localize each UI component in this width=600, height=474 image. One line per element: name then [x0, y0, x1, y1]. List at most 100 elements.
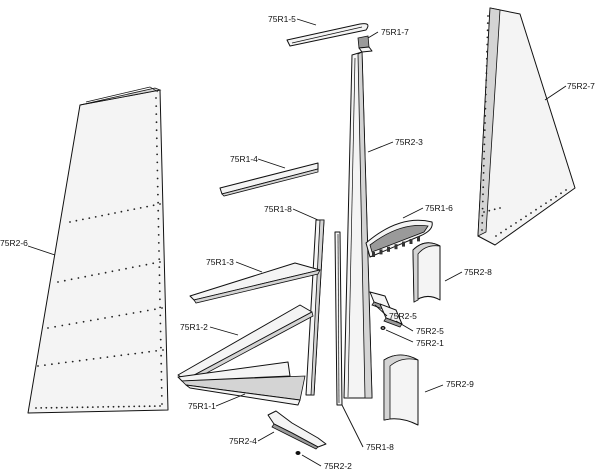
label-75r2-7: 75R2-7 [567, 81, 595, 91]
rivet-dot [158, 274, 161, 277]
rivet-dot [482, 186, 485, 189]
label-75r2-8: 75R2-8 [464, 267, 492, 277]
rivet-dot [510, 225, 512, 228]
rivet-dot [482, 179, 485, 182]
rivet-dot [148, 350, 151, 353]
part-75r1-4-rib [219, 162, 319, 197]
rivet-dot [158, 250, 160, 252]
rivet-dot [134, 352, 137, 355]
part-75r1-5-tip-cap [286, 23, 369, 47]
rivet-dot [117, 405, 120, 408]
rivet-dot [155, 97, 157, 99]
rivet-dot [71, 360, 74, 363]
rivet-dot [155, 129, 158, 132]
label-75r1-7: 75R1-7 [381, 27, 409, 37]
rivet-dot [483, 211, 485, 213]
rivet-dot [125, 313, 128, 316]
rivet-dot [159, 330, 162, 333]
rivet-dot [481, 214, 484, 217]
rivet-dot [486, 50, 488, 53]
rivet-dot [37, 365, 39, 367]
rivet-dot [152, 262, 155, 265]
rivet-dot [138, 265, 141, 267]
rivet-dot [486, 43, 489, 46]
rivet-dot [97, 318, 99, 321]
rib-tooth [372, 252, 375, 257]
part-75r1-3-rib [189, 262, 321, 304]
rivet-dot [57, 281, 59, 283]
rivet-dot [120, 354, 123, 357]
rivet-dot [146, 205, 149, 208]
rivet-dot [159, 298, 161, 301]
rivet-dot [486, 22, 489, 24]
rivet-dot [69, 221, 71, 223]
rivet-dot [156, 161, 159, 164]
rivet-dot [97, 273, 100, 275]
rivet-dot [148, 405, 151, 408]
rivet-dot [550, 199, 552, 201]
rivet-dot [560, 192, 562, 195]
rivet-dot [75, 219, 78, 222]
rivet-dot [82, 218, 84, 221]
rivet-dot [488, 209, 491, 212]
rivet-dot [112, 405, 115, 408]
rivet-dot [555, 195, 557, 198]
rivet-dot [481, 200, 484, 203]
rivet-dot [160, 378, 163, 381]
rivet-dot [485, 79, 488, 82]
rivet-dot [86, 406, 89, 409]
rivet-dot [483, 129, 486, 132]
rivet-dot [113, 355, 116, 358]
rivet-dot [153, 405, 156, 407]
label-75r1-6: 75R1-6 [425, 203, 453, 213]
rivet-dot [82, 320, 85, 323]
rivet-dot [505, 228, 507, 231]
part-75r2-2-bolt [295, 451, 301, 455]
rivet-dot [118, 314, 121, 317]
rivet-dot [157, 209, 160, 212]
rib-tooth [409, 239, 413, 244]
rivet-dot [486, 36, 489, 39]
rivet-dot [76, 406, 79, 409]
rivet-dot [75, 322, 78, 324]
rivet-dot [114, 212, 116, 214]
rivet-dot [51, 363, 53, 366]
rivet-dot [107, 213, 110, 216]
rivet-dot [154, 308, 156, 311]
rivet-dot [158, 258, 161, 260]
rivet-dot [484, 115, 487, 117]
rivet-dot [545, 202, 547, 205]
rivet-dot [156, 145, 158, 148]
rivet-dot [158, 290, 161, 293]
rivet-dot [484, 107, 487, 110]
rivet-dot [68, 323, 71, 326]
rivet-dot [158, 282, 161, 285]
label-75r2-4: 75R2-4 [229, 436, 257, 446]
rivet-dot [152, 204, 155, 207]
rivet-dot [485, 72, 488, 74]
rivet-dot [485, 57, 488, 60]
rivet-dot [111, 315, 113, 318]
rivet-dot [47, 327, 49, 329]
label-75r1-3: 75R1-3 [206, 257, 234, 267]
rivet-dot [160, 362, 163, 365]
rivet-dot [483, 150, 486, 153]
rivet-dot [530, 212, 532, 214]
rivet-dot [158, 266, 161, 268]
rivet-dot [535, 208, 537, 211]
rivet-dot [486, 29, 489, 32]
rivet-dot [159, 322, 162, 325]
rivet-dot [495, 235, 497, 237]
rivet-dot [160, 387, 163, 389]
rivet-dot [485, 86, 487, 89]
rivet-dot [485, 65, 488, 67]
rivet-dot [89, 319, 92, 322]
rivet-dot [141, 351, 144, 354]
label-75r2-6: 75R2-6 [0, 238, 28, 248]
rivet-dot [157, 234, 160, 236]
rivet-dot [484, 122, 486, 124]
rivet-dot [107, 405, 110, 408]
rivet-dot [139, 310, 142, 313]
rivet-dot [155, 121, 158, 124]
